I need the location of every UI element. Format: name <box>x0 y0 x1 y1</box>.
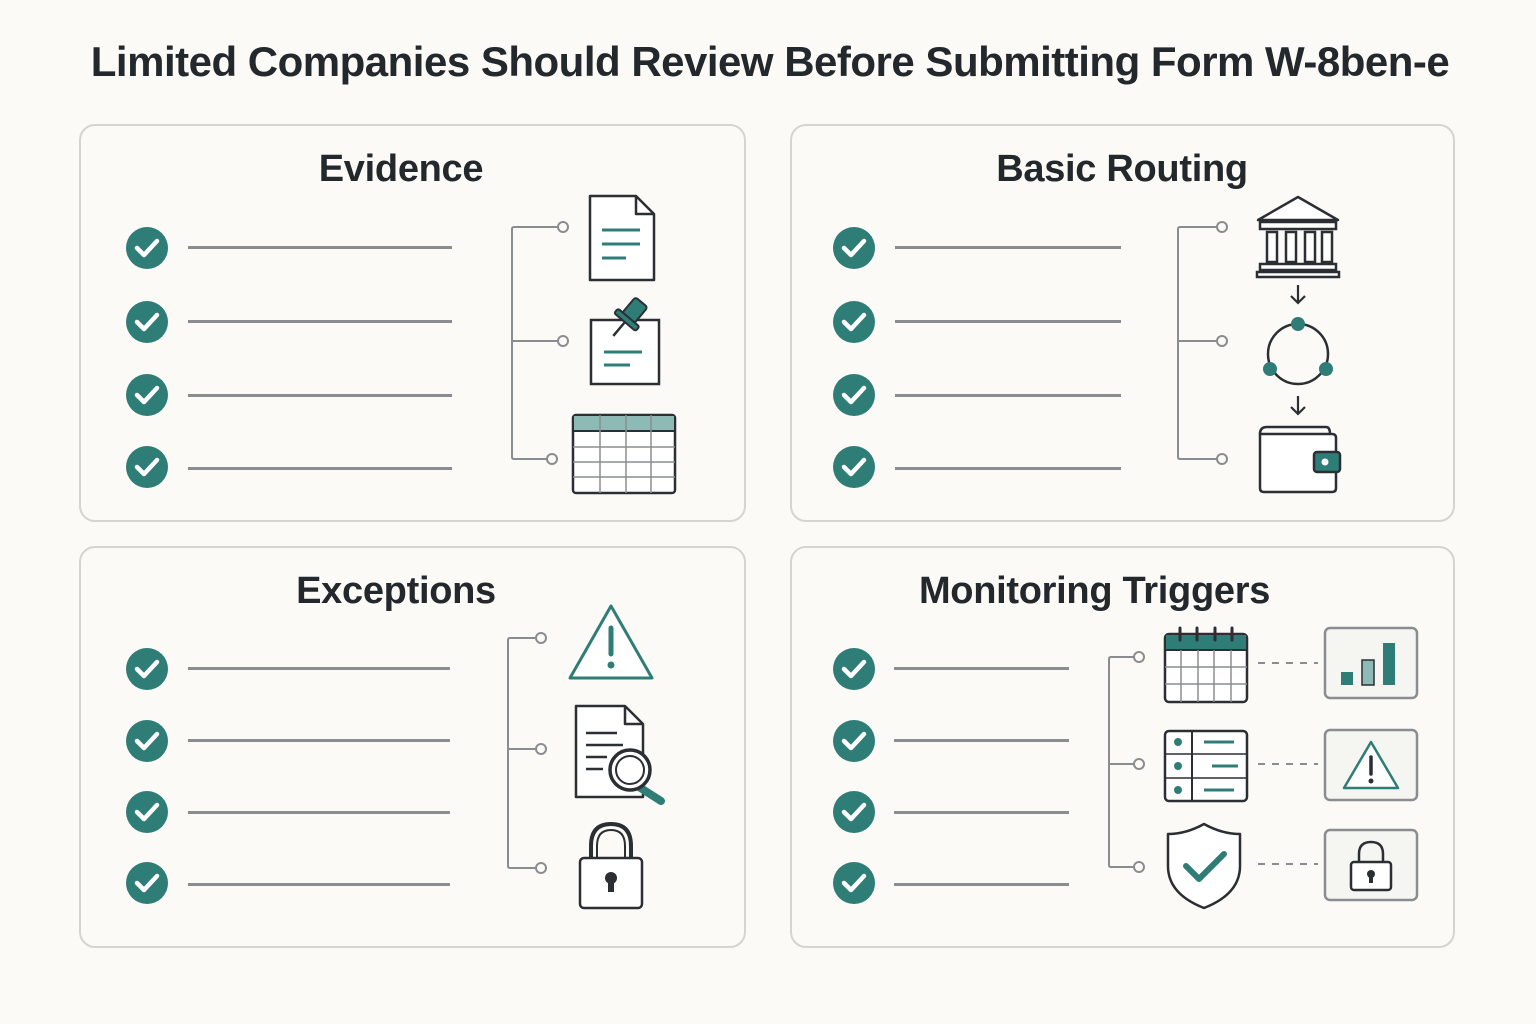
check-icon <box>833 446 875 488</box>
checklist-line <box>188 811 450 814</box>
checklist-line <box>894 667 1069 670</box>
check-icon <box>126 301 168 343</box>
checklist-line <box>895 467 1121 470</box>
bar-chart-icon <box>1323 626 1419 700</box>
document-icon <box>588 194 656 282</box>
panel-title-basic-routing: Basic Routing <box>996 148 1248 190</box>
panel-basic-routing: Basic Routing <box>790 124 1455 522</box>
warning-icon <box>568 604 654 680</box>
check-icon <box>126 374 168 416</box>
cycle-icon <box>1263 317 1333 386</box>
check-icon <box>126 862 168 904</box>
spreadsheet-icon <box>571 413 677 495</box>
document-search-icon <box>574 704 665 805</box>
checklist-line <box>894 739 1069 742</box>
checklist-line <box>895 394 1121 397</box>
arrow-down-icon <box>1290 285 1306 305</box>
check-icon <box>833 791 875 833</box>
check-icon <box>833 227 875 269</box>
connector-bracket <box>1177 221 1228 465</box>
calendar-icon <box>1163 626 1249 704</box>
check-icon <box>833 374 875 416</box>
list-icon <box>1163 729 1249 803</box>
checklist-line <box>894 811 1069 814</box>
check-icon <box>833 301 875 343</box>
check-icon <box>126 446 168 488</box>
panel-exceptions: Exceptions <box>79 546 746 948</box>
padlock-icon <box>578 821 644 910</box>
check-icon <box>833 720 875 762</box>
panel-title-exceptions: Exceptions <box>296 570 496 612</box>
check-icon <box>833 862 875 904</box>
arrow-down-icon <box>1290 396 1306 416</box>
checklist-line <box>894 883 1069 886</box>
checklist-line <box>188 883 450 886</box>
warning-icon <box>1323 728 1419 802</box>
padlock-icon <box>1323 828 1419 902</box>
checklist-line <box>188 394 452 397</box>
panel-monitoring-triggers: Monitoring Triggers <box>790 546 1455 948</box>
checklist-line <box>188 667 450 670</box>
shield-check-icon <box>1166 822 1242 910</box>
checklist-line <box>895 320 1121 323</box>
check-icon <box>126 648 168 690</box>
connector-bracket <box>511 221 569 465</box>
wallet-icon <box>1258 425 1342 494</box>
checklist-line <box>188 320 452 323</box>
panel-evidence: Evidence <box>79 124 746 522</box>
checklist-line <box>188 246 452 249</box>
check-icon <box>126 791 168 833</box>
bank-icon <box>1255 195 1341 279</box>
checklist-line <box>188 467 452 470</box>
connector-bracket <box>507 632 547 874</box>
panel-title-evidence: Evidence <box>318 148 484 190</box>
connector-bracket <box>1108 651 1318 873</box>
panel-title-monitoring-triggers: Monitoring Triggers <box>918 570 1271 612</box>
checklist-line <box>895 246 1121 249</box>
check-icon <box>833 648 875 690</box>
check-icon <box>126 720 168 762</box>
pinned-note-icon <box>589 297 661 386</box>
page-title: Limited Companies Should Review Before S… <box>90 38 1450 85</box>
checklist-line <box>188 739 450 742</box>
check-icon <box>126 227 168 269</box>
